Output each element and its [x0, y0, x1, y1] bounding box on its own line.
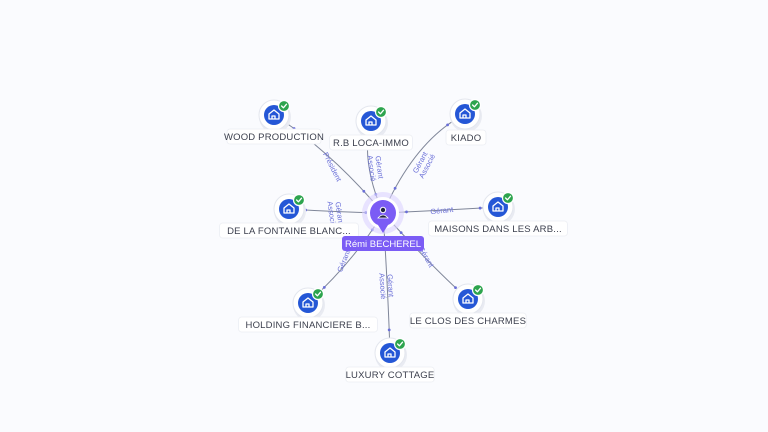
edge-arrow — [387, 328, 391, 332]
node-core — [264, 105, 284, 125]
company-node-luxury[interactable]: LUXURY COTTAGE — [345, 337, 435, 383]
node-core — [279, 199, 299, 219]
verified-check-icon — [311, 287, 325, 301]
label-background — [345, 366, 435, 383]
company-icon — [283, 203, 295, 214]
node-core — [380, 343, 400, 363]
company-name: R.B LOCA-IMMO — [333, 138, 409, 149]
company-icon — [384, 347, 396, 358]
company-label[interactable]: LE CLOS DES CHARMES — [409, 312, 527, 329]
edge-label: Gérant — [335, 248, 352, 273]
node-core — [298, 293, 318, 313]
center-person-node[interactable]: Rémi BECHEREL — [342, 192, 424, 251]
node-core — [458, 289, 478, 309]
company-icon — [268, 109, 280, 120]
company-node-wood[interactable]: WOOD PRODUCTION — [224, 99, 324, 145]
center-name-label[interactable]: Rémi BECHEREL — [342, 236, 424, 251]
edge-arrow — [405, 210, 408, 214]
company-label[interactable]: WOOD PRODUCTION — [224, 128, 324, 145]
company-icon — [302, 297, 314, 308]
verified-check-icon — [501, 191, 515, 205]
edge-label: GérantAssocié — [377, 272, 396, 299]
edge-label: Gérant — [430, 205, 455, 216]
label-background — [219, 222, 359, 239]
company-label[interactable]: KIADO — [445, 129, 487, 146]
company-node-rb[interactable]: R.B LOCA-IMMO — [329, 105, 413, 151]
edge-arrow — [446, 123, 449, 127]
company-label[interactable]: LUXURY COTTAGE — [345, 366, 435, 383]
person-icon — [377, 206, 389, 219]
edge-label: GérantAssocié — [365, 154, 385, 182]
label-background — [238, 316, 378, 333]
label-background — [445, 129, 487, 146]
edge-luxury: GérantAssocié — [377, 212, 396, 354]
label-background — [226, 128, 322, 145]
company-icon — [462, 293, 474, 304]
company-name: LUXURY COTTAGE — [346, 370, 435, 381]
node-core — [455, 104, 475, 124]
company-name: WOOD PRODUCTION — [224, 132, 324, 143]
company-node-kiado[interactable]: KIADO — [445, 98, 487, 146]
company-label[interactable]: DE LA FONTAINE BLANC... — [219, 222, 359, 239]
company-label[interactable]: MAISONS DANS LES ARB... — [428, 220, 568, 237]
verified-check-icon — [292, 193, 306, 207]
company-icon — [492, 201, 504, 212]
center-pin-tail — [378, 225, 388, 233]
company-icon — [365, 115, 377, 126]
company-node-maisons[interactable]: MAISONS DANS LES ARB... — [428, 191, 568, 237]
verified-check-icon — [471, 283, 485, 297]
company-node-fontaine[interactable]: DE LA FONTAINE BLANC... — [219, 193, 359, 239]
company-name: MAISONS DANS LES ARB... — [434, 224, 562, 235]
verified-check-icon — [393, 337, 407, 351]
verified-check-icon — [468, 98, 482, 112]
edge-label: GérantAssocié — [410, 149, 437, 180]
edge-arrow — [454, 286, 457, 290]
label-background — [428, 220, 568, 237]
edge-arrow — [399, 231, 403, 235]
label-background — [329, 134, 413, 151]
edge-arrow — [393, 186, 397, 190]
node-core — [488, 197, 508, 217]
edge-label: GérantAssocié — [325, 200, 345, 228]
company-label[interactable]: HOLDING FINANCIERE B... — [238, 316, 378, 333]
verified-check-icon — [374, 105, 388, 119]
company-name: LE CLOS DES CHARMES — [410, 316, 526, 327]
company-name: DE LA FONTAINE BLANC... — [227, 226, 351, 237]
label-background — [409, 312, 527, 329]
person-name: Rémi BECHEREL — [345, 239, 421, 250]
company-icon — [459, 108, 471, 119]
company-node-clos[interactable]: LE CLOS DES CHARMES — [409, 283, 527, 329]
center-label-background — [342, 236, 424, 251]
verified-check-icon — [277, 99, 291, 113]
edge-arrow — [322, 285, 326, 289]
edge-arrow — [362, 189, 366, 193]
company-name: KIADO — [451, 133, 482, 144]
nodes-layer: WOOD PRODUCTION R.B LOCA-IMMO KIADO DE LA F… — [219, 98, 568, 383]
company-name: HOLDING FINANCIERE B... — [246, 320, 371, 331]
company-label[interactable]: R.B LOCA-IMMO — [329, 134, 413, 151]
company-node-holding[interactable]: HOLDING FINANCIERE B... — [238, 287, 378, 333]
node-core — [361, 111, 381, 131]
edge-arrow — [478, 206, 482, 210]
